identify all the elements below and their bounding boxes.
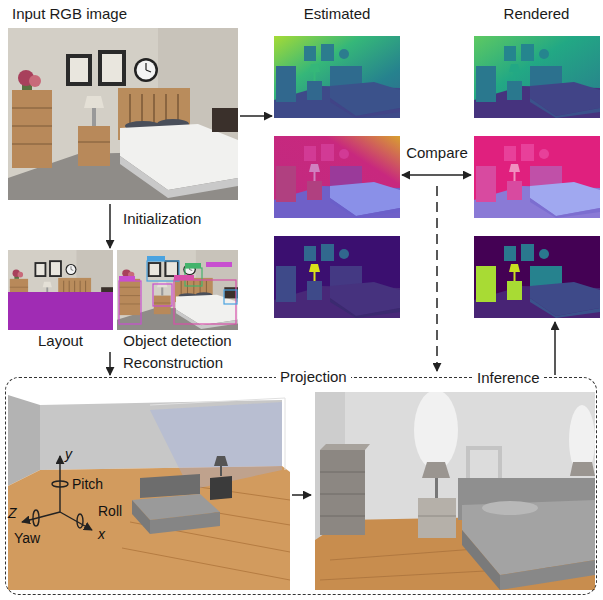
input-photo [8,28,238,200]
axis-label: Pitch [72,476,103,492]
detection-photo [119,276,135,281]
scene-3d [210,476,232,500]
axis-label: y [65,446,72,462]
scene-3d [214,456,228,466]
axes-gizmo [33,510,39,526]
rendered-scene [320,444,370,450]
node-label: Object detection [117,331,238,350]
rendered-maps [474,236,600,318]
rendered-scene [418,516,456,517]
image-panel: Object detection [117,250,238,350]
scene-3d [140,474,200,498]
axis-label: Z [8,505,17,521]
projection-arrow [292,494,311,496]
scene-3d [150,398,285,470]
detection-photo [117,250,238,330]
rendered-scene [320,516,365,517]
layout-photo [8,292,113,330]
rendered-scene [422,462,450,478]
compare-feedback-arrow [437,186,438,371]
axis-label: Roll [98,503,122,519]
flow-arrow [402,174,471,176]
rendered-scene [414,390,458,470]
rendered-scene [435,478,438,498]
axes-gizmo [60,512,92,530]
edge-label: Reconstruction [120,353,226,372]
axes-gizmo [59,456,60,512]
detection-photo [224,290,237,304]
detection-photo [185,263,201,268]
input-photo [8,28,238,200]
rendered-maps [474,36,600,118]
detection-photo [119,281,141,324]
scene-3d [220,466,222,476]
image-panel: Layout [8,250,113,350]
detection-photo [206,262,232,267]
scene-3d [132,500,150,534]
rendered-maps [474,36,600,318]
estimated-maps [274,36,400,318]
axis-label: Yaw [14,530,40,546]
detection-photo [119,261,237,324]
node-label: Input RGB image [8,4,238,23]
axes-gizmo [22,456,92,530]
detection-photo [174,275,194,280]
node-label: Layout [8,331,113,350]
rendered-scene [468,448,500,480]
rendered-scene [500,560,595,590]
projection-arrow [292,495,311,496]
edge-label: Initialization [120,209,204,228]
rendered-scene [320,472,365,516]
rendered-scene [418,498,456,538]
estimated-maps [274,236,400,318]
flow-arrow [554,322,556,375]
rendered-scene [462,530,500,590]
scene-3d [8,395,290,590]
compare-feedback-arrow [436,186,438,371]
rendered-scene [315,390,595,590]
rendered-scene [482,501,538,515]
flow-arrow [109,204,111,248]
detection-photo [147,256,165,261]
detection-photo [117,250,238,330]
rendered-scene [570,462,595,476]
detection-photo [174,280,236,324]
layout-photo [8,250,113,330]
axes-gizmo [22,512,60,522]
flow-arrow [240,115,272,117]
axes-gizmo [77,514,83,528]
node-label: Estimated [274,4,400,23]
edge-label: Compare [403,143,471,162]
estimated-maps [274,36,400,118]
rendered-maps [474,136,600,218]
scene-3d [8,466,290,590]
scene-3d [150,512,220,534]
node-label: Projection [276,367,351,386]
axis-label: x [98,526,105,542]
rendered-scene [320,472,365,473]
rendered-scene [320,494,365,495]
node-label: Rendered [473,4,600,23]
layout-photo [8,250,113,330]
edge-label: Inference [474,368,543,387]
detection-photo [153,284,172,306]
image-column: Estimated [274,4,400,320]
scene-3d [8,395,40,486]
estimated-maps [274,136,400,218]
image-column: Rendered [473,4,600,320]
axes-gizmo [52,481,68,487]
rendered-scene [569,405,595,475]
image-panel: Input RGB image [8,4,238,202]
flow-arrow [109,352,111,375]
rendered-scene [320,450,365,535]
